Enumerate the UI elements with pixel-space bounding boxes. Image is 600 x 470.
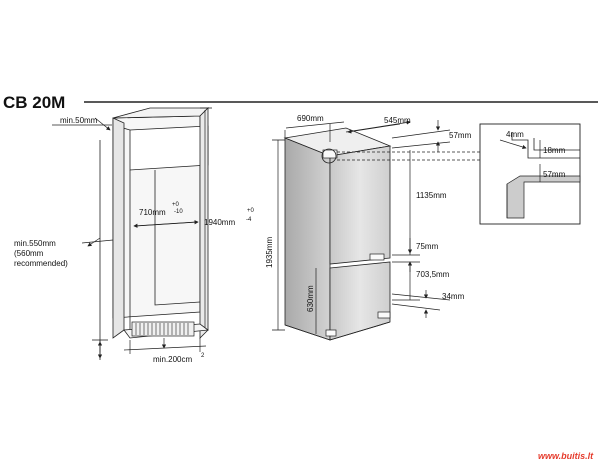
depth-690-label: 690mm: [297, 114, 324, 123]
gap-57-top-label: 57mm: [449, 131, 472, 140]
height-7035-label: 703,5mm: [416, 270, 450, 279]
height-1135-label: 1135mm: [416, 191, 447, 200]
depth-recommended-line2: recommended): [14, 259, 68, 268]
cabinet-niche-drawing: min.50mm 710mm +0 -10 1940mm +0 -4 min.5…: [14, 107, 255, 364]
vent-area-exponent: 2: [201, 353, 205, 359]
height-630-label: 630mm: [306, 285, 315, 312]
width-710-label: 710mm: [139, 208, 166, 217]
detail-18mm-label: 18mm: [543, 146, 566, 155]
height-tol-minus: -4: [246, 217, 252, 223]
height-1940-label: 1940mm: [204, 218, 235, 227]
height-tol-plus: +0: [247, 208, 255, 214]
hinge-detail: 4mm 18mm 57mm: [479, 123, 581, 225]
appliance-drawing: 690mm 545mm 57mm 1135mm 75mm 703,5mm 34: [265, 114, 480, 341]
watermark-text: www.buitis.lt: [538, 451, 594, 461]
width-545-label: 545mm: [384, 116, 411, 125]
gap-34-label: 34mm: [442, 292, 465, 301]
detail-57mm-label: 57mm: [543, 170, 566, 179]
width-tol-plus: +0: [172, 202, 180, 208]
min-top-label: min.50mm: [60, 116, 98, 125]
min-depth-label: min.550mm: [14, 239, 56, 248]
model-title: CB 20M: [3, 93, 65, 112]
vent-area-label: min.200cm: [153, 355, 192, 364]
width-tol-minus: -10: [174, 209, 183, 215]
depth-recommended-line1: (560mm: [14, 249, 44, 258]
detail-4mm-label: 4mm: [506, 130, 524, 139]
height-1935-label: 1935mm: [265, 237, 274, 268]
gap-75-label: 75mm: [416, 242, 439, 251]
